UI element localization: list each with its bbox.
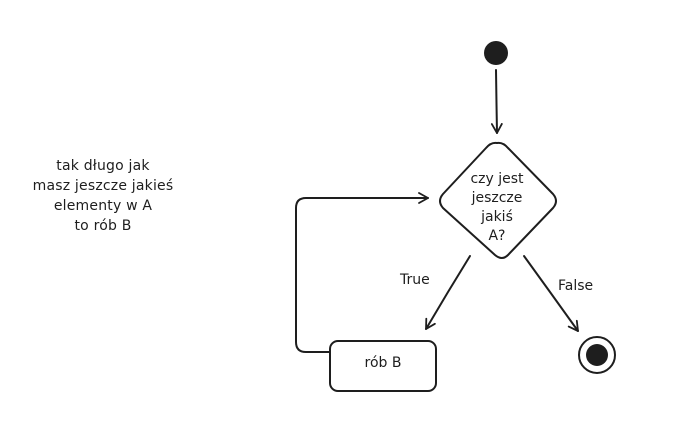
- decision-line: jeszcze: [471, 190, 523, 206]
- note-line: tak długo jak: [56, 158, 150, 174]
- decision-line: czy jest: [470, 171, 524, 187]
- annotation-note: tak długo jak masz jeszcze jakieś elemen…: [18, 156, 188, 236]
- decision-label: czy jest jeszcze jakiś A?: [455, 170, 539, 246]
- edge-loop-back: [295, 192, 429, 353]
- action-node: [329, 340, 437, 392]
- note-line: elementy w A: [53, 198, 153, 214]
- edge-true: [425, 255, 471, 330]
- edge-label-false: False: [558, 278, 594, 294]
- decision-line: jakiś: [481, 209, 513, 225]
- edge-start-to-decision: [490, 69, 503, 134]
- initial-node: [484, 41, 508, 65]
- decision-line: A?: [488, 228, 506, 244]
- edge-label-true: True: [400, 272, 430, 288]
- edge-false: [523, 255, 579, 332]
- note-line: to rób B: [74, 218, 132, 234]
- final-node-outer: [578, 336, 616, 374]
- action-label: rób B: [364, 355, 402, 371]
- decision-node: [439, 141, 557, 259]
- note-line: masz jeszcze jakieś: [32, 178, 174, 194]
- final-node-inner: [586, 344, 608, 366]
